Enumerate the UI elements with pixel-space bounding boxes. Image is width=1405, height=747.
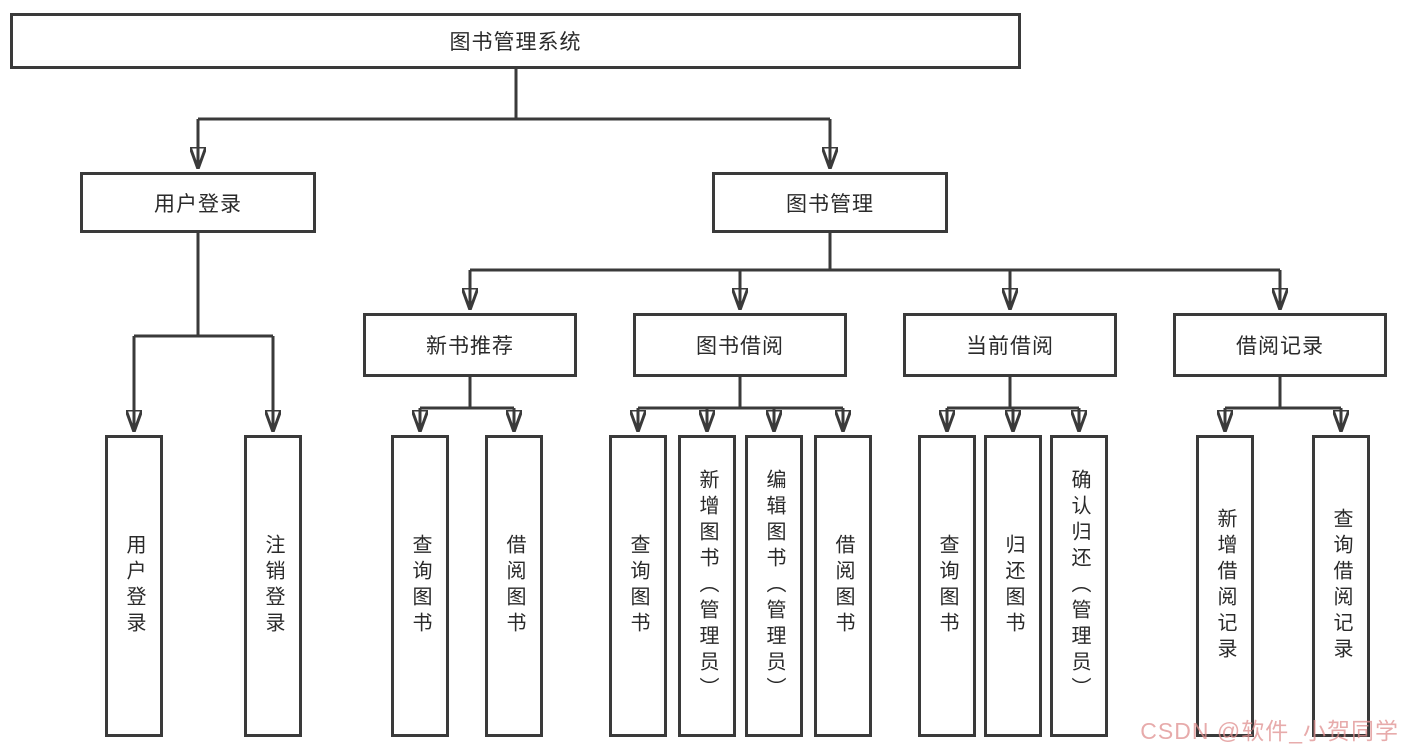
leaf-query-book: 查询图书	[609, 435, 667, 737]
leaf-add-book-admin: 新增图书（管理员）	[678, 435, 736, 737]
node-label: 用户登录	[154, 192, 242, 216]
node-label: 新书推荐	[426, 335, 514, 358]
leaf-label: 查询借阅记录	[1330, 508, 1352, 664]
leaf-label: 新增图书（管理员）	[696, 469, 718, 703]
leaf-label: 用户登录	[123, 534, 145, 638]
node-book-borrow: 图书借阅	[633, 313, 847, 377]
leaf-query-borrow-record: 查询借阅记录	[1312, 435, 1370, 737]
leaf-edit-book-admin: 编辑图书（管理员）	[745, 435, 803, 737]
leaf-logout: 注销登录	[244, 435, 302, 737]
node-label: 图书管理系统	[449, 31, 582, 54]
leaf-add-borrow-record: 新增借阅记录	[1196, 435, 1254, 737]
leaf-label: 归还图书	[1002, 534, 1024, 638]
node-book-management: 图书管理	[712, 172, 948, 233]
leaf-label: 确认归还（管理员）	[1068, 469, 1090, 703]
node-label: 借阅记录	[1236, 335, 1324, 358]
leaf-confirm-return-admin: 确认归还（管理员）	[1050, 435, 1108, 737]
leaf-query-book: 查询图书	[918, 435, 976, 737]
leaf-borrow-book: 借阅图书	[814, 435, 872, 737]
leaf-borrow-book: 借阅图书	[485, 435, 543, 737]
leaf-return-book: 归还图书	[984, 435, 1042, 737]
node-user-login: 用户登录	[80, 172, 316, 233]
node-borrow-records: 借阅记录	[1173, 313, 1387, 377]
node-current-borrow: 当前借阅	[903, 313, 1117, 377]
node-new-book-recommend: 新书推荐	[363, 313, 577, 377]
leaf-label: 注销登录	[262, 534, 284, 638]
watermark: CSDN @软件_小贺同学	[1140, 718, 1399, 744]
leaf-label: 借阅图书	[832, 534, 854, 638]
node-label: 图书借阅	[696, 335, 784, 358]
leaf-label: 借阅图书	[503, 534, 525, 638]
leaf-label: 新增借阅记录	[1214, 508, 1236, 664]
leaf-label: 查询图书	[936, 534, 958, 638]
node-label: 当前借阅	[966, 335, 1054, 358]
leaf-label: 查询图书	[627, 534, 649, 638]
node-label: 图书管理	[786, 192, 874, 216]
leaf-label: 查询图书	[409, 534, 431, 638]
leaf-label: 编辑图书（管理员）	[763, 469, 785, 703]
leaf-user-login: 用户登录	[105, 435, 163, 737]
leaf-query-book: 查询图书	[391, 435, 449, 737]
node-root-system: 图书管理系统	[10, 13, 1021, 69]
